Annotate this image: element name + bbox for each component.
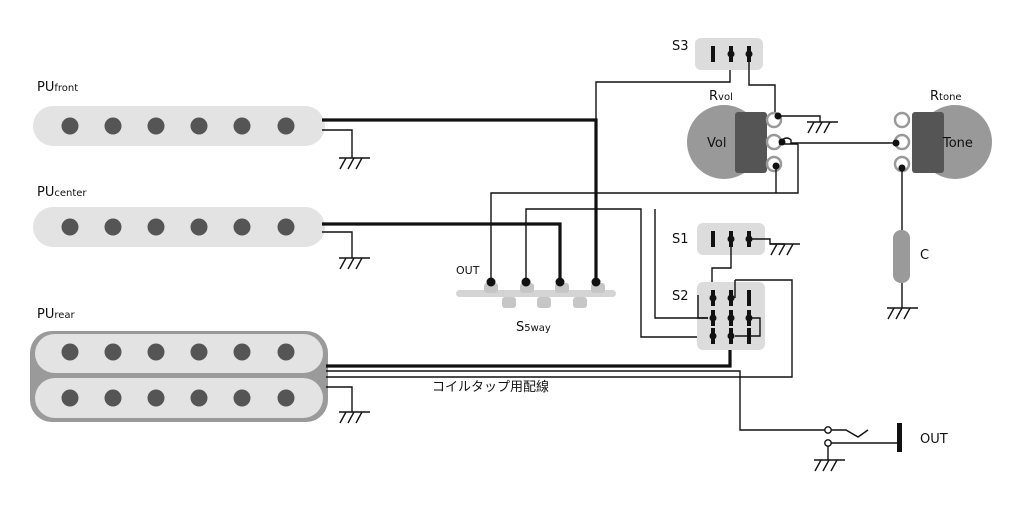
output-jack bbox=[824, 423, 902, 460]
pickup-front bbox=[33, 106, 325, 146]
rvol-label: Rvol bbox=[709, 89, 733, 104]
switch-s2 bbox=[697, 282, 765, 350]
tone-label: Tone bbox=[942, 136, 973, 151]
jack-out-label: OUT bbox=[920, 432, 948, 447]
capacitor bbox=[893, 230, 910, 283]
ground-s1 bbox=[770, 243, 800, 256]
switch-5way bbox=[456, 283, 616, 308]
ground-cap bbox=[887, 307, 918, 320]
s2-label: S2 bbox=[672, 289, 689, 304]
pot-volume bbox=[687, 105, 783, 179]
s3-label: S3 bbox=[672, 39, 689, 54]
pu-front-label: PUfront bbox=[37, 80, 78, 95]
pickup-rear bbox=[30, 331, 328, 422]
capacitor-label: C bbox=[920, 248, 929, 263]
coil-tap-label: コイルタップ用配線 bbox=[432, 379, 549, 395]
switch-s3 bbox=[695, 38, 763, 70]
s5way-out-label: OUT bbox=[456, 264, 480, 277]
s5way-label: S5way bbox=[516, 320, 551, 335]
pu-rear-label: PUrear bbox=[37, 307, 76, 322]
ground-center bbox=[339, 257, 370, 270]
ground-rear bbox=[339, 411, 370, 424]
ground-front bbox=[339, 157, 370, 170]
pu-center-label: PUcenter bbox=[37, 185, 87, 200]
s1-label: S1 bbox=[672, 232, 689, 247]
rtone-label: Rtone bbox=[930, 89, 962, 104]
pot-tone bbox=[893, 105, 992, 179]
ground-vol bbox=[807, 121, 838, 134]
ground-jack bbox=[814, 459, 845, 472]
vol-label: Vol bbox=[707, 136, 726, 151]
pickup-center bbox=[33, 207, 325, 247]
